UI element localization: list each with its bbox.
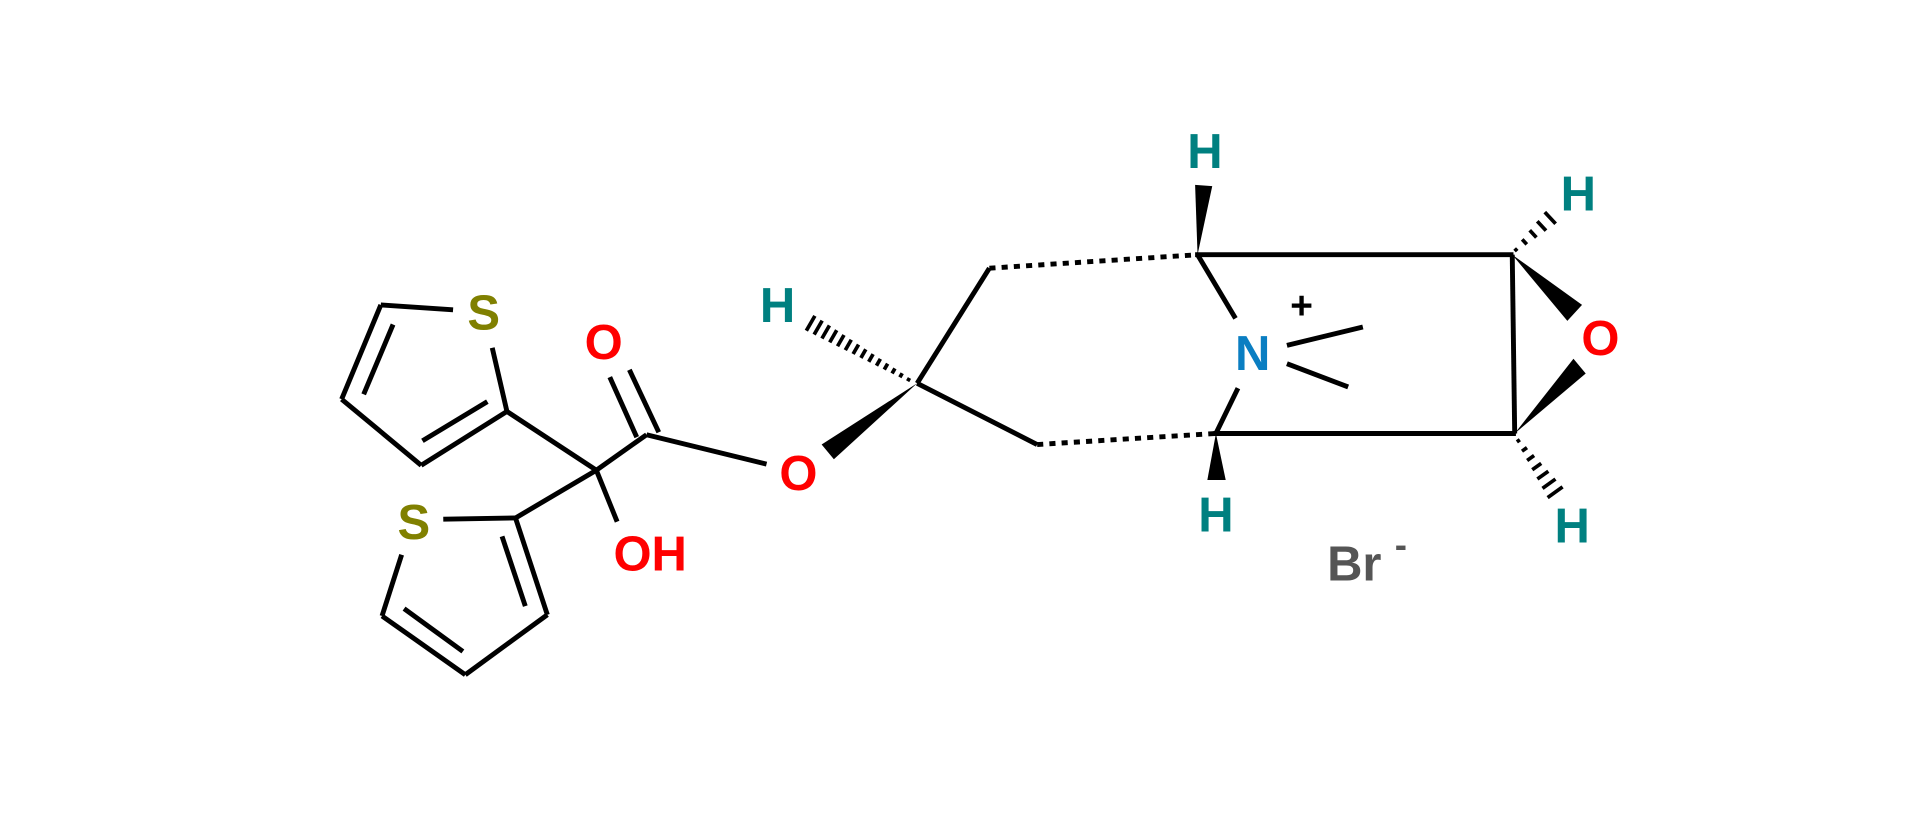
double-bond-inner xyxy=(402,606,465,654)
bond xyxy=(379,553,404,617)
dashed-bond xyxy=(989,252,1198,271)
bonds xyxy=(339,184,1586,677)
hash-mark xyxy=(804,314,817,332)
bromide-ion: Br xyxy=(1327,538,1381,592)
hash-mark xyxy=(898,372,904,379)
hash-mark xyxy=(1531,461,1543,472)
n-methyl-bond xyxy=(1286,324,1364,348)
wedge-bond xyxy=(1512,254,1583,321)
double-bond-inner xyxy=(361,323,396,396)
bond xyxy=(513,517,550,616)
hydrogen-bridge-top: H xyxy=(1187,125,1222,179)
double-bond-inner xyxy=(421,399,489,443)
wedge-bond xyxy=(1514,358,1586,434)
bond xyxy=(916,381,1039,447)
bond xyxy=(645,432,768,467)
wedge-bond xyxy=(1207,433,1226,481)
bond xyxy=(443,515,516,522)
epoxide-oxygen: O xyxy=(1581,312,1619,366)
double-bond-inner xyxy=(499,535,528,607)
hash-mark xyxy=(874,357,882,367)
bond xyxy=(380,613,467,677)
sulfur-atom-bottom: S xyxy=(398,496,431,550)
hash-mark xyxy=(1528,229,1538,239)
hash-mark xyxy=(1536,469,1550,481)
hash-mark xyxy=(1520,446,1529,453)
hash-mark xyxy=(851,343,861,355)
positive-charge: + xyxy=(1290,285,1313,328)
hydroxyl-group: OH xyxy=(613,528,686,582)
bond xyxy=(514,468,598,521)
dashed-bond xyxy=(1036,431,1217,447)
hydrogen-epoxide-bottom: H xyxy=(1555,500,1590,554)
bond xyxy=(1213,387,1241,435)
ester-oxygen: O xyxy=(779,447,817,501)
hash-mark xyxy=(812,319,824,336)
atom-labels: S S O OH O H H H H H O N + Br - xyxy=(398,125,1620,592)
negative-charge: - xyxy=(1395,524,1407,565)
hydrogen-bridge-bottom: H xyxy=(1198,489,1233,543)
bond xyxy=(594,469,620,523)
hash-mark xyxy=(1520,238,1529,246)
bond xyxy=(380,302,454,313)
nitrogen-atom: N xyxy=(1235,327,1270,381)
hash-mark xyxy=(1526,453,1536,462)
hash-mark xyxy=(867,353,875,363)
hash-mark xyxy=(820,324,832,340)
carbonyl-oxygen: O xyxy=(585,316,623,370)
hash-mark xyxy=(1546,485,1564,500)
hash-mark xyxy=(1513,247,1519,253)
bond xyxy=(463,612,549,677)
hydrogen-epoxide-top: H xyxy=(1561,168,1596,222)
wedge-bond xyxy=(821,383,918,460)
hash-mark xyxy=(843,338,853,352)
sulfur-atom-top: S xyxy=(467,286,500,340)
bond xyxy=(340,397,423,468)
bond xyxy=(915,266,992,385)
bond xyxy=(1509,254,1518,434)
bond xyxy=(489,347,510,412)
double-bond xyxy=(607,376,639,439)
hash-mark xyxy=(882,362,890,371)
bond xyxy=(1195,253,1238,320)
n-methyl-bond xyxy=(1286,361,1350,390)
bond xyxy=(594,432,648,473)
wedge-bond xyxy=(1195,184,1213,255)
bond xyxy=(505,409,598,473)
hydrogen-c3: H xyxy=(760,279,795,333)
double-bond xyxy=(627,368,661,434)
hash-mark xyxy=(1543,210,1557,226)
hash-mark xyxy=(835,334,846,348)
hash-mark xyxy=(1541,477,1557,490)
hash-mark xyxy=(890,367,897,375)
hash-mark xyxy=(859,348,868,359)
hash-mark xyxy=(1535,219,1548,232)
hashed-bonds xyxy=(804,210,1564,500)
hash-mark xyxy=(828,329,839,344)
bond xyxy=(419,409,509,468)
bond xyxy=(339,303,384,401)
hash-mark xyxy=(906,377,912,383)
hash-mark xyxy=(1515,438,1521,444)
